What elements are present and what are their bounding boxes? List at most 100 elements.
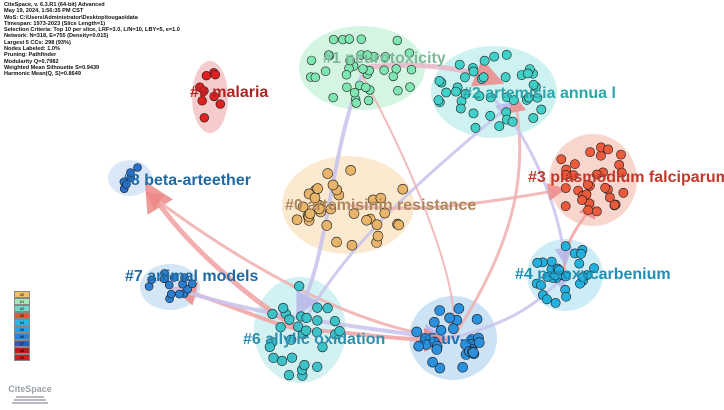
node-c1[interactable] <box>328 34 339 45</box>
node-c3[interactable] <box>570 159 580 170</box>
node-c3[interactable] <box>560 170 571 180</box>
node-c1[interactable] <box>349 87 360 98</box>
node-c8[interactable] <box>133 163 142 172</box>
node-c3[interactable] <box>616 149 626 160</box>
node-c0[interactable] <box>322 168 334 179</box>
node-c4[interactable] <box>560 241 571 252</box>
node-c5[interactable] <box>444 312 455 324</box>
node-c5[interactable] <box>471 313 483 325</box>
node-c1[interactable] <box>320 66 331 76</box>
node-c1[interactable] <box>306 55 317 66</box>
node-c7[interactable] <box>159 274 169 284</box>
node-c2[interactable] <box>474 91 485 101</box>
node-c0[interactable] <box>345 165 357 176</box>
node-c6[interactable] <box>264 341 275 353</box>
node-c1[interactable] <box>393 85 403 96</box>
node-c4[interactable] <box>574 258 585 269</box>
node-c6[interactable] <box>286 334 297 345</box>
node-c7[interactable] <box>147 275 156 284</box>
node-c2[interactable] <box>468 108 479 119</box>
node-c2[interactable] <box>451 86 461 97</box>
node-c1[interactable] <box>310 72 320 83</box>
node-c7[interactable] <box>180 273 189 283</box>
node-c9[interactable] <box>201 70 212 81</box>
node-c2[interactable] <box>468 66 479 77</box>
node-c0[interactable] <box>397 183 409 195</box>
node-c0[interactable] <box>297 201 309 213</box>
node-c1[interactable] <box>361 82 371 93</box>
node-c2[interactable] <box>434 76 445 86</box>
node-c5[interactable] <box>413 340 425 352</box>
node-c5[interactable] <box>411 326 423 338</box>
node-c1[interactable] <box>351 98 361 108</box>
node-c4[interactable] <box>589 263 599 274</box>
node-c6[interactable] <box>277 355 288 367</box>
node-c2[interactable] <box>478 72 489 83</box>
node-c2[interactable] <box>433 95 444 106</box>
node-c6[interactable] <box>322 303 333 314</box>
node-c0[interactable] <box>304 208 316 219</box>
node-c6[interactable] <box>334 326 345 337</box>
node-c5[interactable] <box>457 361 469 373</box>
node-c0[interactable] <box>393 219 405 231</box>
node-c1[interactable] <box>324 50 334 60</box>
node-c5[interactable] <box>468 347 479 358</box>
node-c6[interactable] <box>311 327 323 338</box>
node-c2[interactable] <box>494 121 505 132</box>
node-c6[interactable] <box>312 361 323 372</box>
node-c6[interactable] <box>275 322 286 333</box>
node-c1[interactable] <box>356 34 366 44</box>
node-c1[interactable] <box>363 95 374 106</box>
node-c3[interactable] <box>605 192 615 203</box>
node-c0[interactable] <box>291 214 303 226</box>
node-c2[interactable] <box>523 92 534 103</box>
node-c6[interactable] <box>292 321 304 332</box>
node-c9[interactable] <box>215 99 226 109</box>
node-c3[interactable] <box>583 205 594 216</box>
node-c6[interactable] <box>283 370 295 381</box>
node-c7[interactable] <box>175 289 184 299</box>
node-c7[interactable] <box>167 289 176 299</box>
node-c3[interactable] <box>560 201 571 212</box>
node-c0[interactable] <box>327 179 339 191</box>
node-c2[interactable] <box>528 113 539 123</box>
node-c2[interactable] <box>454 59 465 70</box>
node-c1[interactable] <box>392 35 402 46</box>
node-c8[interactable] <box>126 168 135 177</box>
node-c4[interactable] <box>546 256 557 267</box>
node-c3[interactable] <box>616 167 627 178</box>
node-c3[interactable] <box>556 154 567 165</box>
node-c3[interactable] <box>600 182 611 193</box>
node-c6[interactable] <box>294 281 305 292</box>
node-c0[interactable] <box>346 240 358 251</box>
node-c5[interactable] <box>435 324 447 336</box>
node-c8[interactable] <box>122 179 131 189</box>
node-c2[interactable] <box>460 89 471 99</box>
node-c3[interactable] <box>591 206 602 217</box>
node-c7[interactable] <box>183 284 192 294</box>
node-c3[interactable] <box>585 147 595 157</box>
node-c5[interactable] <box>434 362 446 374</box>
node-c6[interactable] <box>284 314 295 325</box>
node-c2[interactable] <box>459 72 470 83</box>
node-c5[interactable] <box>434 305 446 316</box>
node-c0[interactable] <box>375 192 387 204</box>
node-c3[interactable] <box>609 199 620 210</box>
node-c3[interactable] <box>577 195 587 205</box>
node-c6[interactable] <box>301 325 312 336</box>
node-c5[interactable] <box>453 303 465 314</box>
node-c0[interactable] <box>361 215 372 226</box>
node-c4[interactable] <box>536 280 546 290</box>
node-c6[interactable] <box>287 352 298 363</box>
node-c3[interactable] <box>603 144 613 155</box>
node-c1[interactable] <box>344 34 354 44</box>
node-c1[interactable] <box>380 52 390 62</box>
node-c7[interactable] <box>164 280 174 290</box>
node-c1[interactable] <box>405 82 415 92</box>
node-c6[interactable] <box>312 315 323 326</box>
node-c2[interactable] <box>522 68 533 79</box>
node-c6[interactable] <box>278 302 289 314</box>
node-c0[interactable] <box>372 230 384 242</box>
node-c2[interactable] <box>441 87 452 98</box>
